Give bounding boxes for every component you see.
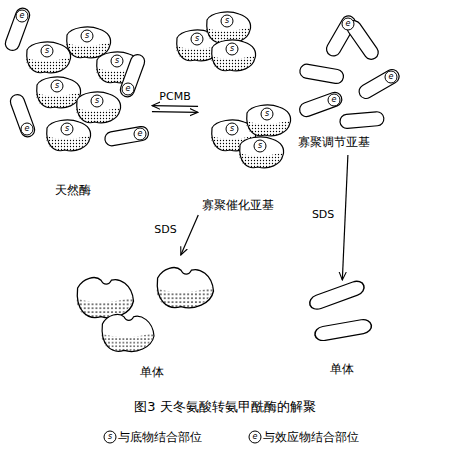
subunit-group: 寡聚调节亚基: [292, 15, 410, 155]
arrow-line: [342, 155, 348, 280]
reaction-arrow: [181, 215, 198, 255]
group-label: 天然酶: [55, 183, 91, 198]
binding-site-circle: [249, 431, 261, 443]
arrow-line: [152, 105, 198, 107]
catalytic-monomer: [77, 278, 134, 318]
catalytic-subunit: [211, 40, 255, 71]
regulatory-subunit: [298, 90, 344, 118]
regulatory-monomer: [314, 318, 373, 342]
binding-site-letter: s: [226, 123, 238, 135]
regulatory-subunit: [8, 93, 36, 139]
reaction-arrow: [152, 106, 198, 113]
binding-site-circle: [111, 55, 123, 67]
binding-site-letter: s: [254, 140, 266, 152]
group-label: 单体: [330, 362, 354, 377]
subunit-group: 寡聚催化亚基: [198, 5, 290, 215]
catalytic-subunit: [36, 77, 80, 108]
catalytic-subunit: [46, 120, 90, 151]
binding-site-circle: [51, 80, 63, 92]
group-label: 寡聚调节亚基: [298, 135, 370, 150]
binding-site-circle: [104, 431, 116, 443]
subunit-group: 单体: [60, 255, 245, 385]
binding-site-letter: s: [41, 45, 53, 57]
catalytic-subunit: [66, 27, 110, 58]
binding-site-circle: [61, 123, 73, 135]
legend-text: 与底物结合部位: [118, 430, 202, 444]
group-label: 寡聚催化亚基: [202, 198, 274, 213]
binding-site-circle: [81, 30, 93, 42]
binding-site-circle: [21, 123, 33, 135]
figure-caption: 图3 天冬氨酸转氨甲酰酶的解聚: [0, 398, 450, 416]
catalytic-subunit: [206, 12, 250, 43]
regulatory-subunit: [104, 125, 150, 146]
binding-site-letter: e: [16, 10, 28, 22]
regulatory-subunit: [299, 63, 345, 84]
binding-site-circle: [328, 94, 340, 106]
reagent-label: SDS: [312, 207, 334, 220]
arrow-line: [152, 111, 198, 113]
binding-site-letter: s: [104, 431, 116, 443]
binding-site-circle: [342, 18, 354, 30]
reaction-arrow: [342, 155, 348, 280]
binding-site-letter: s: [111, 55, 123, 67]
binding-site-circle: [226, 123, 238, 135]
binding-site-letter: e: [249, 431, 261, 443]
catalytic-subunit: [76, 92, 120, 123]
binding-site-letter: e: [134, 128, 146, 140]
regulatory-subunit: [339, 111, 384, 129]
catalytic-subunit: [26, 42, 70, 73]
reagent-label: PCMB: [159, 89, 190, 102]
catalytic-subunit: [246, 105, 290, 136]
binding-site-circle: [91, 95, 103, 107]
binding-site-circle: [254, 140, 266, 152]
binding-site-letter: e: [328, 94, 340, 106]
legend-text: 与效应物结合部位: [263, 430, 359, 444]
catalytic-monomer: [102, 314, 155, 351]
subunit-group: 天然酶: [10, 15, 152, 200]
catalytic-subunit: [239, 137, 283, 168]
binding-site-letter: s: [51, 80, 63, 92]
binding-site-letter: s: [61, 123, 73, 135]
subunit-group: 单体: [295, 280, 385, 385]
binding-site-letter: s: [81, 30, 93, 42]
binding-site-circle: [122, 83, 134, 95]
regulatory-subunit: [3, 6, 31, 52]
catalytic-monomer: [157, 268, 214, 308]
regulatory-monomer: [308, 279, 367, 312]
binding-site-letter: s: [191, 33, 203, 45]
binding-site-letter: s: [91, 95, 103, 107]
binding-site-circle: [16, 10, 28, 22]
binding-site-circle: [261, 108, 273, 120]
reagent-label: SDS: [154, 223, 176, 236]
binding-site-circle: [191, 33, 203, 45]
binding-site-circle: [385, 71, 397, 83]
binding-site-letter: s: [261, 108, 273, 120]
binding-site-letter: e: [342, 18, 354, 30]
binding-site-circle: [226, 43, 238, 55]
binding-site-circle: [221, 15, 233, 27]
binding-site-letter: s: [226, 43, 238, 55]
regulatory-subunit: [357, 67, 402, 101]
binding-site-letter: s: [221, 15, 233, 27]
binding-site-circle: [134, 128, 146, 140]
legend-entry: 与效应物结合部位: [263, 429, 359, 446]
arrow-line: [181, 215, 198, 255]
binding-site-letter: e: [122, 83, 134, 95]
group-label: 单体: [140, 365, 164, 380]
legend-entry: 与底物结合部位: [118, 429, 202, 446]
binding-site-letter: e: [385, 71, 397, 83]
binding-site-letter: e: [21, 123, 33, 135]
binding-site-circle: [41, 45, 53, 57]
